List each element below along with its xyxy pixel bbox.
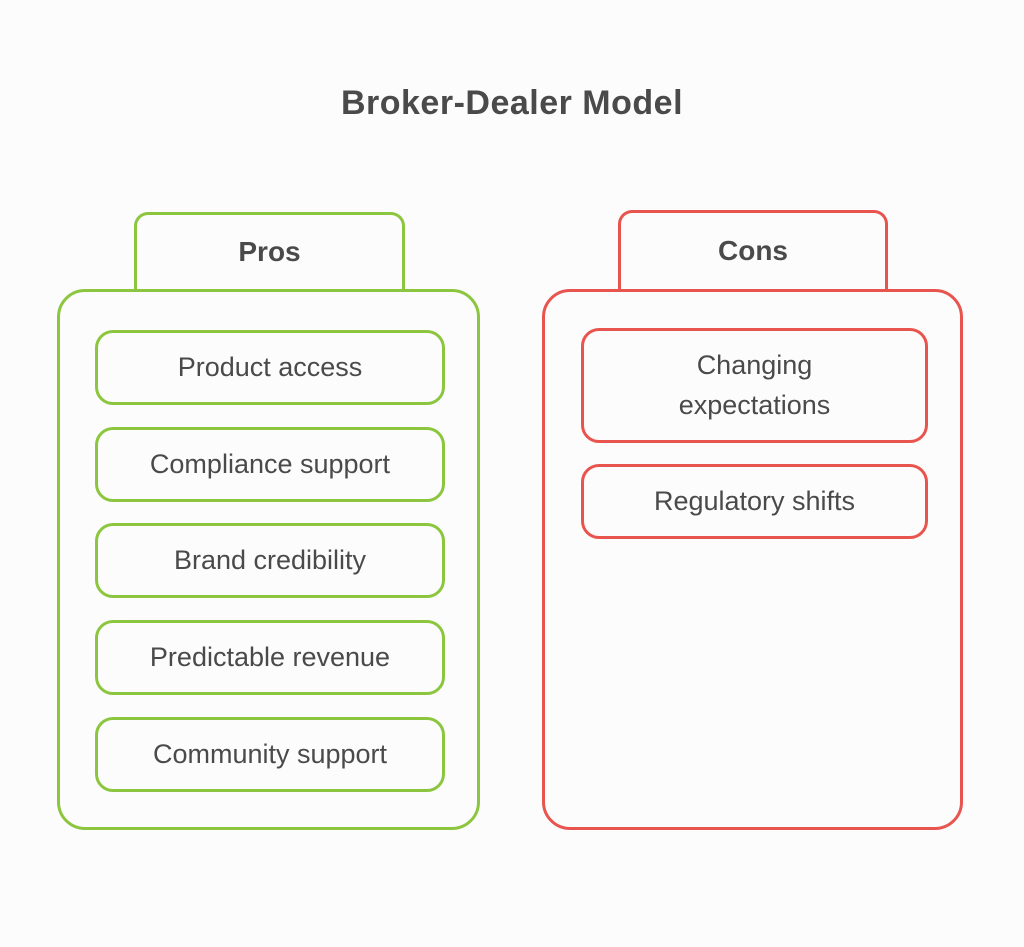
pros-item: Community support [95,717,445,792]
cons-item-label: Regulatory shifts [653,485,856,516]
diagram-title: Broker-Dealer Model [340,84,684,122]
cons-header-label: Cons [718,235,788,266]
pros-item: Compliance support [95,427,445,502]
pros-container [57,289,480,830]
pros-item-label: Community support [152,738,388,769]
pros-item: Product access [95,330,445,405]
pros-item: Predictable revenue [95,620,445,695]
pros-item-label: Predictable revenue [149,641,391,672]
pros-header-tab: Pros [134,212,405,289]
pros-item-label: Product access [177,351,363,382]
pros-item: Brand credibility [95,523,445,598]
pros-header-label: Pros [238,236,301,267]
cons-item: Changing expectations [581,328,928,443]
pros-item-label: Brand credibility [173,544,367,575]
cons-item-label: Changing expectations [678,350,831,420]
pros-item-label: Compliance support [149,448,391,479]
cons-item: Regulatory shifts [581,464,928,539]
cons-header-tab: Cons [618,210,888,289]
cons-container [542,289,963,830]
